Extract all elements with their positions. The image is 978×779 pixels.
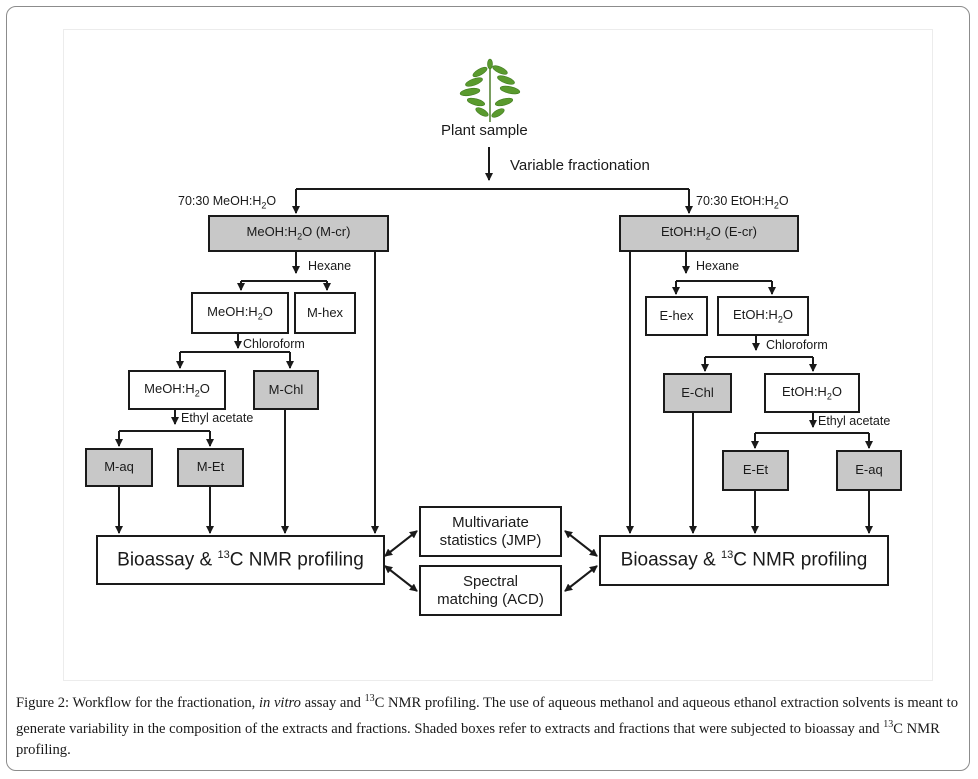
e-et-box: E-Et — [722, 450, 789, 491]
m-cr-box: MeOH:H2O (M-cr) — [208, 215, 389, 252]
m-et-box: M-Et — [177, 448, 244, 487]
m-meoh-box-2: MeOH:H2O — [128, 370, 226, 410]
e-hexane-label: Hexane — [696, 259, 740, 273]
multivariate-statistics-box: Multivariate statistics (JMP) — [419, 506, 562, 557]
m-ethyl-acetate-label: Ethyl acetate — [181, 411, 254, 425]
e-etoh-box-2: EtOH:H2O — [764, 373, 860, 413]
figure-caption: Figure 2: Workflow for the fractionation… — [16, 693, 958, 758]
m-meoh-box-1: MeOH:H2O — [191, 292, 289, 334]
e-aq-box: E-aq — [836, 450, 902, 491]
m-chl-box: M-Chl — [253, 370, 319, 410]
plant-sample-label: Plant sample — [441, 122, 528, 139]
right-bioassay-box: Bioassay & 13C NMR profiling — [599, 535, 889, 586]
right-solvent-label: 70:30 EtOH:H2O — [696, 194, 789, 211]
e-cr-box: EtOH:H2O (E-cr) — [619, 215, 799, 252]
e-chloroform-label: Chloroform — [766, 338, 828, 352]
e-hex-box: E-hex — [645, 296, 708, 336]
m-hex-box: M-hex — [294, 292, 356, 334]
m-aq-box: M-aq — [85, 448, 153, 487]
m-hexane-label: Hexane — [308, 259, 352, 273]
m-chloroform-label: Chloroform — [243, 337, 305, 351]
e-ethyl-acetate-label: Ethyl acetate — [818, 414, 891, 428]
left-solvent-label: 70:30 MeOH:H2O — [178, 194, 277, 211]
plant-icon — [459, 58, 521, 122]
e-etoh-box-1: EtOH:H2O — [717, 296, 809, 336]
spectral-matching-box: Spectral matching (ACD) — [419, 565, 562, 616]
left-bioassay-box: Bioassay & 13C NMR profiling — [96, 535, 385, 585]
e-chl-box: E-Chl — [663, 373, 732, 413]
caption-label: Figure 2: — [16, 694, 70, 711]
variable-fractionation-label: Variable fractionation — [510, 157, 650, 174]
figure-area — [63, 29, 933, 681]
